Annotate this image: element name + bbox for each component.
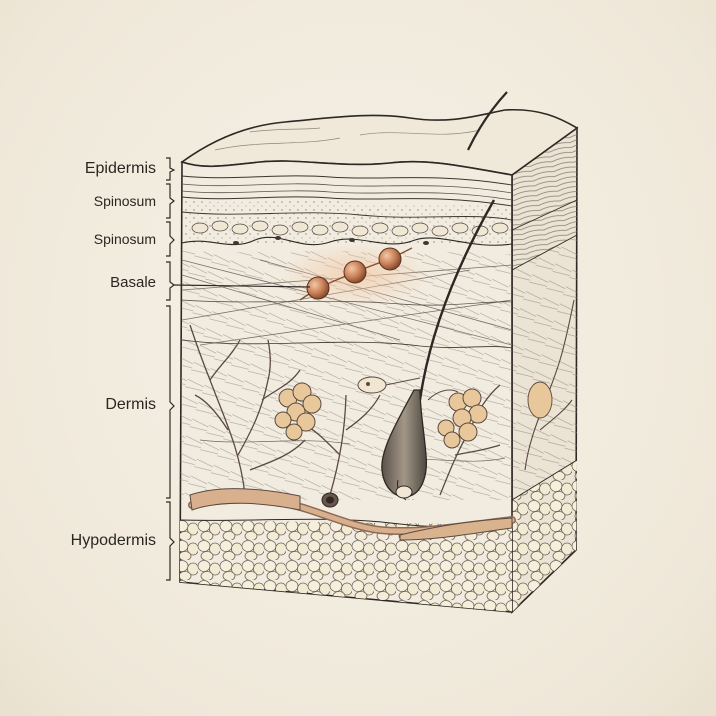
label-spinosum-2: Spinosum bbox=[93, 231, 156, 247]
label-dermis: Dermis bbox=[105, 396, 156, 413]
label-spinosum-1: Spinosum bbox=[93, 193, 156, 209]
label-epidermis-wrap: Epidermis bbox=[0, 160, 160, 180]
nerve-ending bbox=[357, 376, 421, 394]
sebaceous-gland-left bbox=[274, 382, 322, 441]
label-dermis-wrap: Dermis bbox=[0, 396, 160, 416]
label-epidermis: Epidermis bbox=[84, 160, 156, 177]
basale-cell-1 bbox=[306, 276, 330, 300]
label-hypodermis-wrap: Hypodermis bbox=[0, 532, 160, 552]
hair-follicle bbox=[381, 91, 508, 501]
label-basale: Basale bbox=[110, 274, 156, 291]
sebaceous-gland-right bbox=[437, 388, 488, 449]
label-basale-wrap: Basale bbox=[0, 274, 160, 294]
spinosum-layer bbox=[181, 200, 513, 246]
block-side-face bbox=[511, 126, 578, 614]
basale-cell-3 bbox=[378, 247, 402, 271]
epidermis-layer bbox=[181, 175, 513, 207]
label-spinosum-2-wrap: Spinosum bbox=[0, 231, 160, 251]
label-brackets bbox=[166, 157, 311, 581]
label-spinosum-1-wrap: Spinosum bbox=[0, 193, 160, 213]
basale-cell-2 bbox=[343, 260, 367, 284]
label-hypodermis: Hypodermis bbox=[70, 532, 156, 549]
basale-cells bbox=[280, 243, 430, 307]
main-vessel bbox=[188, 488, 516, 541]
